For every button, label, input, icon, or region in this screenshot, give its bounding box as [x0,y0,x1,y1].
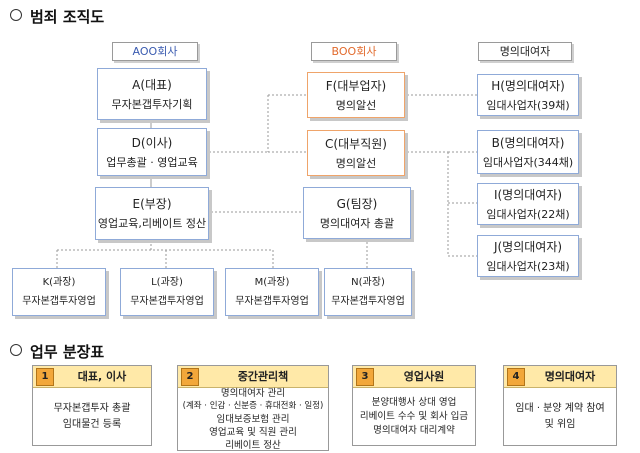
duty-card-body: 임대 · 분양 계약 참여 및 위임 [504,388,616,445]
duty-card-title: 영업사원 [403,370,445,383]
org-box-name: J(명의대여자) [493,239,563,254]
duty-card-number: 3 [356,368,374,386]
org-box-name: D(이사) [131,135,173,150]
org-box-b: B(명의대여자) 임대사업자(344채) [477,130,579,174]
duty-card-header: 3 영업사원 [353,366,475,388]
org-box-j: J(명의대여자) 임대사업자(23채) [477,235,579,277]
column-header-nominees: 명의대여자 [478,42,572,61]
org-box-role: 영업교육,리베이트 정산 [97,217,207,230]
duty-line: 및 위임 [544,418,576,430]
org-box-name: H(명의대여자) [491,78,565,93]
org-box-role: 임대사업자(344채) [482,155,574,169]
org-box-i: I(명의대여자) 임대사업자(22채) [477,183,579,225]
duty-card-body: 명의대여자 관리 (계좌 · 인감 · 신분증 · 휴대전화 · 일정) 임대보… [178,387,328,451]
org-box-m: M(과장) 무자본갭투자영업 [225,268,319,316]
duties-title: 업무 분장표 [10,341,104,362]
duty-card-number: 2 [181,368,199,386]
circle-bullet-icon [10,9,22,21]
org-box-name: A(대표) [132,77,172,92]
duties-title-text: 업무 분장표 [30,343,105,361]
org-box-e: E(부장) 영업교육,리베이트 정산 [95,187,209,240]
org-chart-title: 범죄 조직도 [10,6,104,27]
org-box-role: 무자본갭투자영업 [235,296,309,307]
org-box-name: B(명의대여자) [491,135,565,150]
org-box-role: 무자본갭투자영업 [331,296,405,307]
org-box-name: C(대부직원) [325,136,387,151]
duty-line: 무자본갭투자 총괄 [53,402,131,414]
org-box-name: N(과장) [351,277,385,288]
org-box-h: H(명의대여자) 임대사업자(39채) [477,74,579,116]
org-box-role: 명의알선 [335,98,377,112]
duty-card-4: 4 명의대여자 임대 · 분양 계약 참여 및 위임 [503,365,617,446]
org-box-name: M(과장) [254,277,290,288]
duty-card-title: 대표, 이사 [77,370,127,383]
duty-line: 영업교육 및 직원 관리 [209,426,297,438]
org-box-role: 임대사업자(23채) [486,259,570,273]
duty-card-number: 1 [36,368,54,386]
org-box-name: E(부장) [132,197,172,211]
duty-line: 임대 · 분양 계약 참여 [515,402,605,414]
duty-line: 임대보증보험 관리 [216,413,290,425]
org-box-name: L(과장) [151,277,183,288]
org-box-a: A(대표) 무자본갭투자기획 [97,68,207,120]
duty-card-title: 명의대여자 [544,370,596,383]
org-box-g: G(팀장) 명의대여자 총괄 [303,187,411,239]
org-box-role: 무자본갭투자영업 [130,296,204,307]
org-box-role: 무자본갭투자영업 [22,296,96,307]
circle-bullet-icon [10,344,22,356]
org-box-role: 무자본갭투자기획 [111,97,193,111]
duty-line: 명의대여자 대리계약 [373,424,455,436]
duty-line: 리베이트 수수 및 회사 입금 [359,410,469,422]
org-box-n: N(과장) 무자본갭투자영업 [324,268,412,316]
org-box-role: 업무총괄 · 영업교육 [106,155,198,169]
org-box-d: D(이사) 업무총괄 · 영업교육 [97,128,207,176]
duty-line: 임대물건 등록 [62,418,122,430]
org-box-role: 임대사업자(39채) [486,98,570,112]
org-box-role: 명의대여자 총괄 [319,216,395,230]
org-box-name: F(대부업자) [325,78,387,93]
duty-line: 명의대여자 관리 [220,387,286,399]
duty-card-header: 4 명의대여자 [504,366,616,388]
org-box-k: K(과장) 무자본갭투자영업 [12,268,106,316]
duty-line: 리베이트 정산 [225,439,281,451]
org-box-f: F(대부업자) 명의알선 [307,72,405,118]
org-box-name: I(명의대여자) [493,187,563,202]
duty-card-2: 2 중간관리책 명의대여자 관리 (계좌 · 인감 · 신분증 · 휴대전화 ·… [177,365,329,451]
column-header-a-company: AOO회사 [112,42,198,61]
duty-card-header: 1 대표, 이사 [33,366,151,388]
duty-card-1: 1 대표, 이사 무자본갭투자 총괄 임대물건 등록 [32,365,152,446]
duty-card-body: 분양대행사 상대 영업 리베이트 수수 및 회사 입금 명의대여자 대리계약 [353,388,475,445]
column-header-b-company: BOO회사 [311,42,397,61]
org-box-role: 명의알선 [335,156,377,170]
duty-card-number: 4 [507,368,525,386]
org-box-name: G(팀장) [336,196,378,211]
org-chart-title-text: 범죄 조직도 [30,8,105,26]
duty-card-title: 중간관리책 [237,370,289,383]
org-box-l: L(과장) 무자본갭투자영업 [120,268,214,316]
duty-line: (계좌 · 인감 · 신분증 · 휴대전화 · 일정) [182,400,324,411]
duty-line: 분양대행사 상대 영업 [371,396,457,408]
org-box-name: K(과장) [42,277,76,288]
duty-card-body: 무자본갭투자 총괄 임대물건 등록 [33,388,151,445]
org-box-c: C(대부직원) 명의알선 [307,130,405,176]
org-box-role: 임대사업자(22채) [486,207,570,221]
duty-card-header: 2 중간관리책 [178,366,328,388]
duty-card-3: 3 영업사원 분양대행사 상대 영업 리베이트 수수 및 회사 입금 명의대여자… [352,365,476,446]
